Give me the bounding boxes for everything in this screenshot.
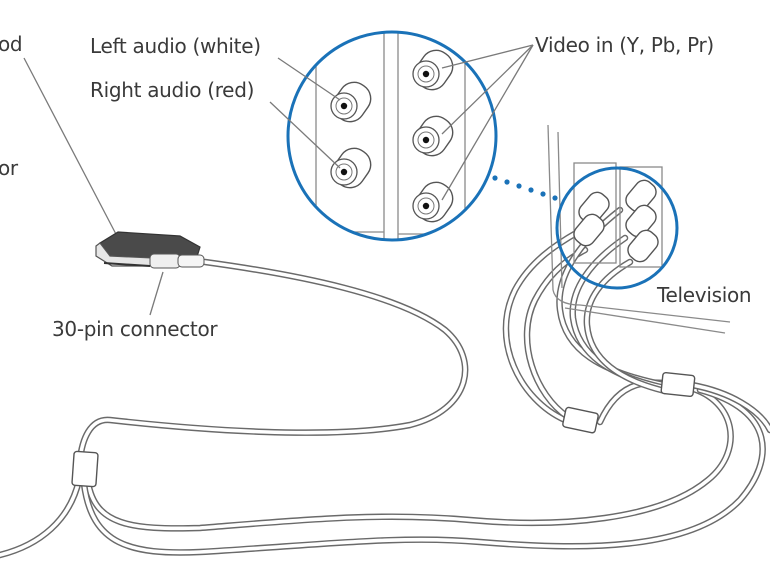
left-audio-label: Left audio (white) [90, 34, 261, 58]
ipod-dock-connector-plug [95, 231, 205, 269]
left-audio-jack [330, 81, 372, 123]
leader-right-audio [269, 101, 341, 169]
leader-30pin [149, 271, 164, 316]
inset-circle-border [286, 30, 498, 242]
leader-left-audio [277, 57, 341, 101]
leader-video-pr [441, 44, 534, 201]
main-cable [76, 258, 469, 464]
tv-plugs [573, 179, 659, 263]
video-in-label: Video in (Y, Pb, Pr) [535, 33, 714, 57]
inset-magnified-jacks [286, 30, 498, 242]
cable-left-exit [0, 476, 83, 559]
cable-audio-bundle [84, 379, 734, 532]
leader-lines [23, 44, 534, 316]
dock-connector-label: 30-pin connector [52, 317, 218, 341]
ipod-label-partial: od [0, 32, 23, 56]
television-label: Television [657, 283, 752, 307]
cable-junction-block [71, 450, 99, 488]
connector-label-partial: or [0, 156, 18, 180]
right-audio-label: Right audio (red) [90, 78, 255, 102]
video-y-jack [412, 49, 454, 91]
video-pr-jack [412, 181, 454, 223]
tv-jacks-highlight-circle [555, 166, 679, 290]
leader-ipod [23, 57, 119, 239]
inset-dotted-link [492, 175, 558, 201]
video-pb-jack [412, 115, 454, 157]
leader-video-pb [441, 44, 534, 135]
video-splitter-block [660, 371, 696, 398]
leader-video-y [441, 44, 534, 69]
cable-video-bundle [80, 386, 766, 556]
cable-right-exit [688, 381, 770, 434]
audio-splitter-block [562, 406, 599, 434]
